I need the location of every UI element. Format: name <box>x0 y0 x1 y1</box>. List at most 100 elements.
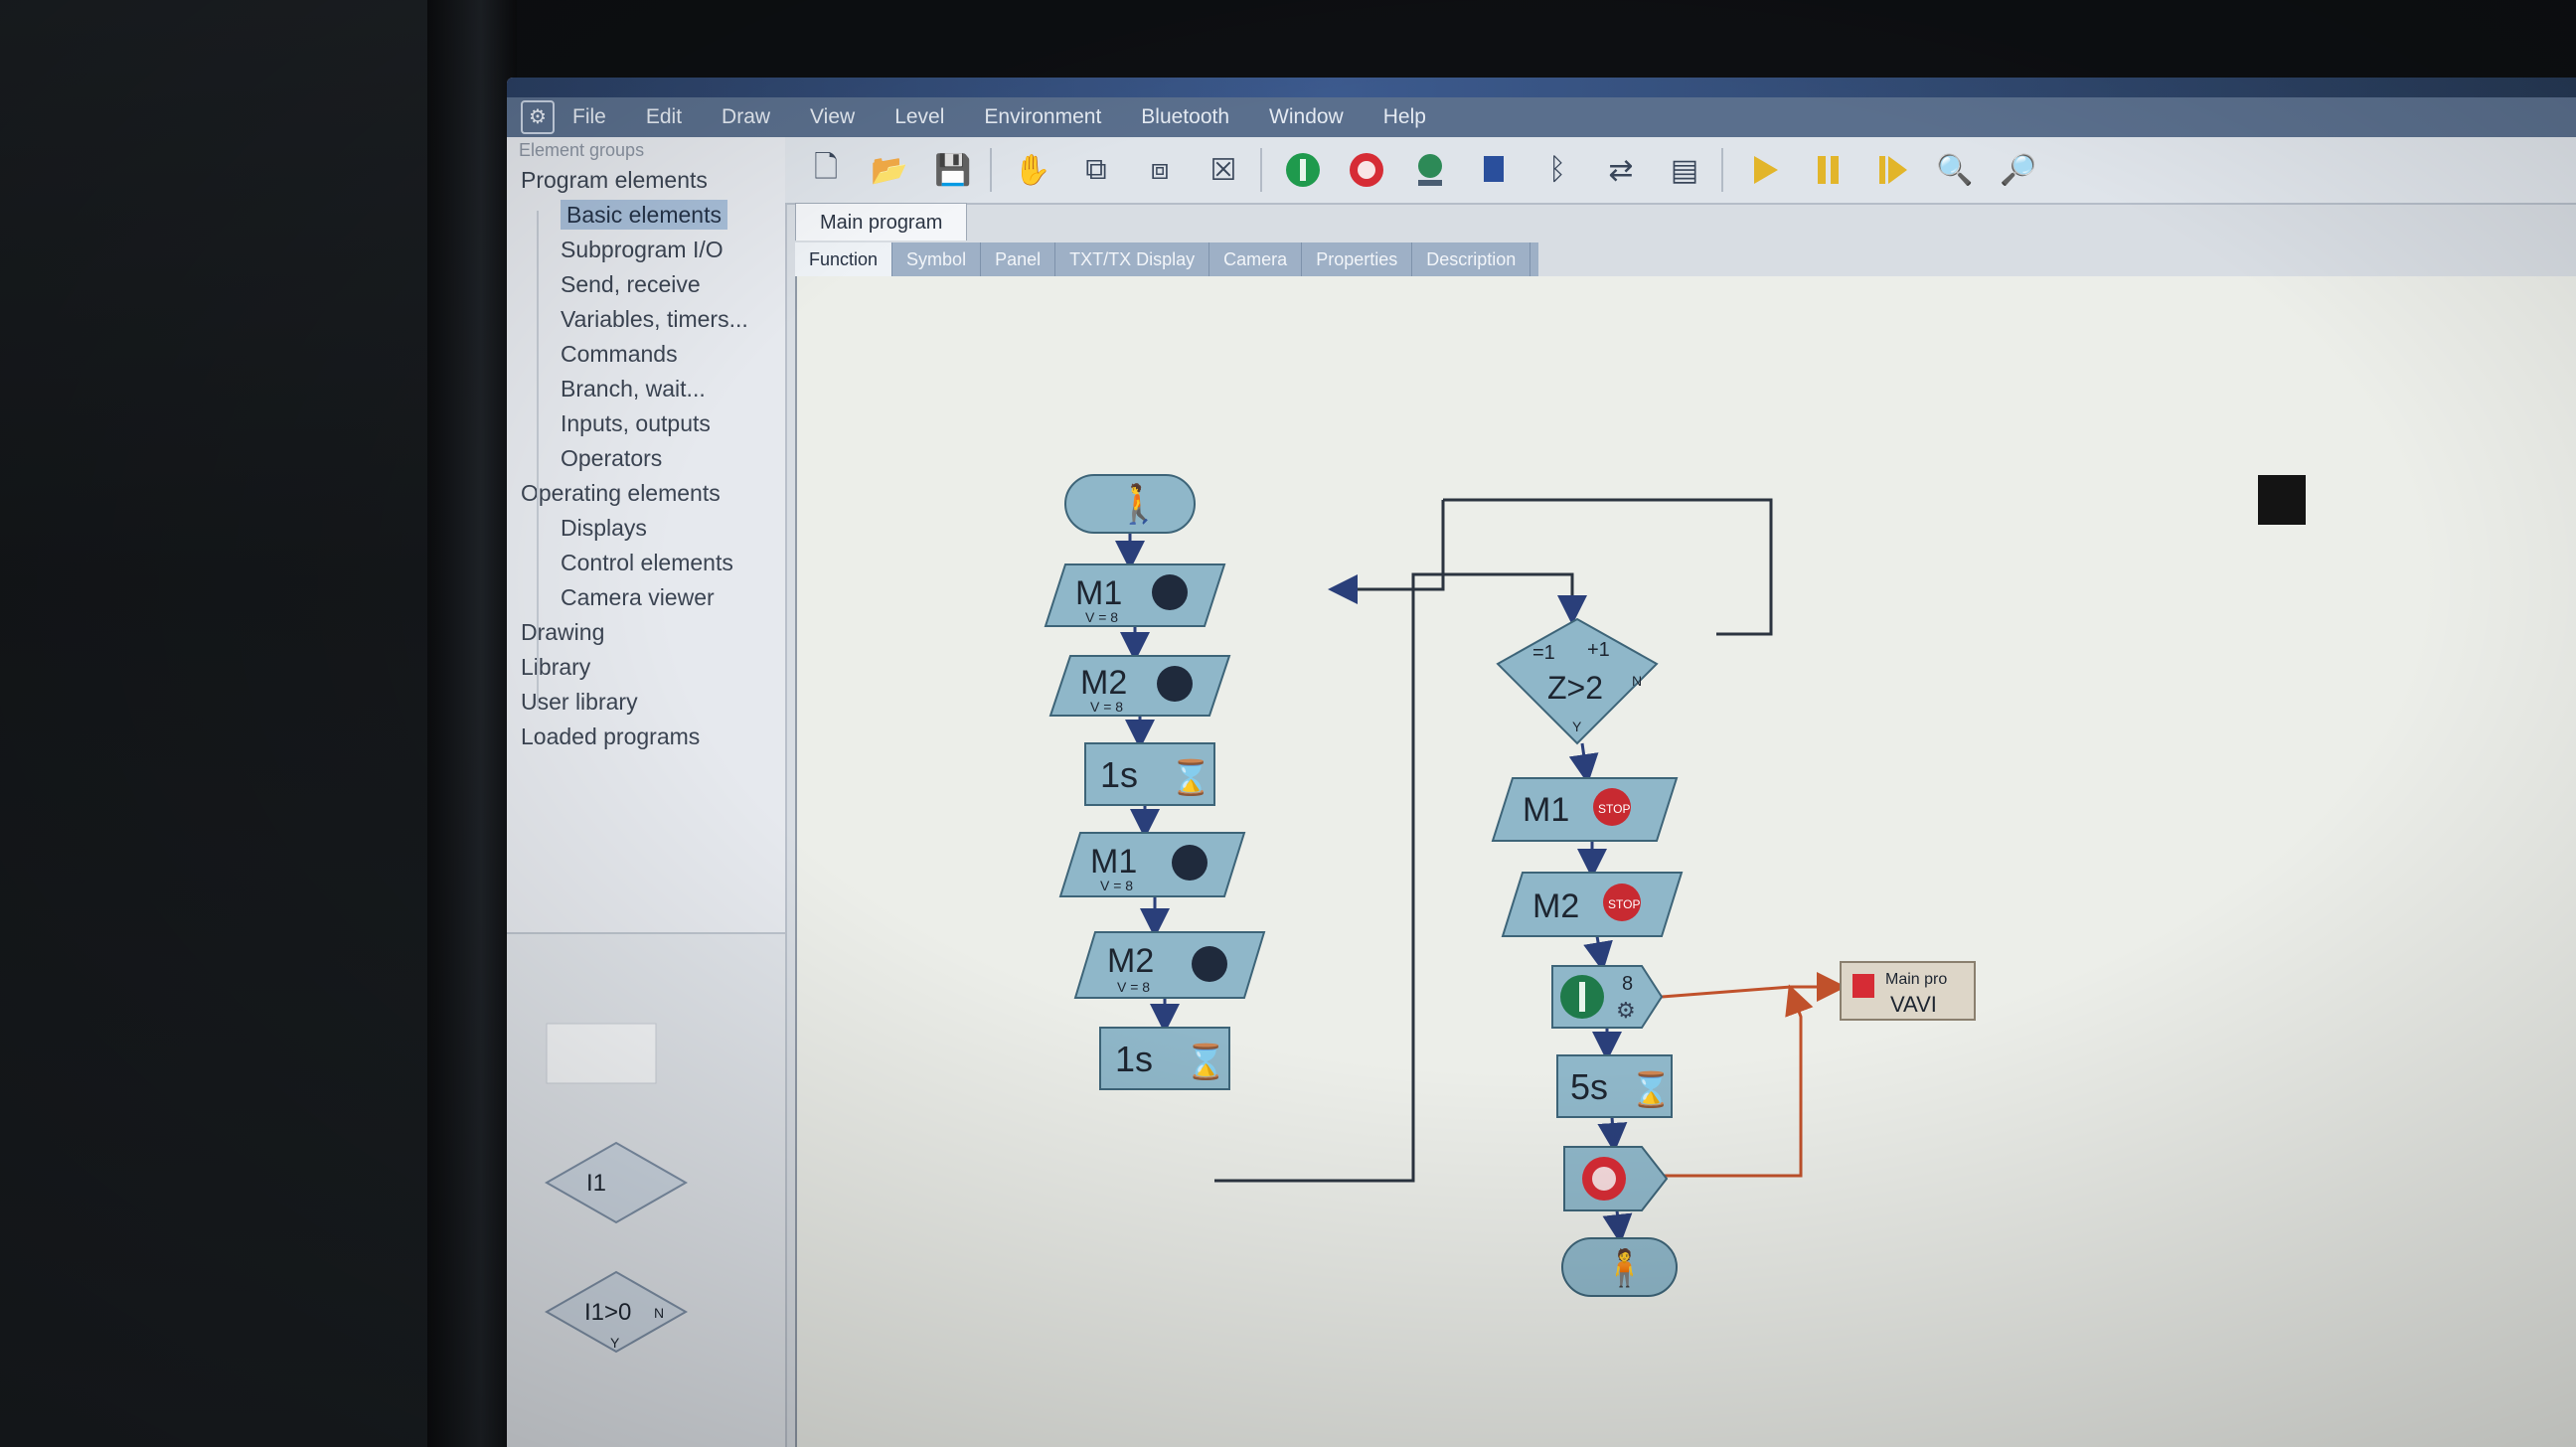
motor-block-speed: V = 8 <box>1090 699 1123 715</box>
tab-panel[interactable]: Panel <box>981 242 1056 276</box>
menu-help[interactable]: Help <box>1382 105 1426 128</box>
tab-main-program[interactable]: Main program <box>795 203 968 241</box>
wait-block[interactable]: 1s ⌛ <box>1099 1027 1230 1090</box>
tree-item-displays[interactable]: Displays <box>561 515 647 541</box>
menu-level[interactable]: Level <box>894 105 945 128</box>
data-line-stop-panel <box>1662 984 1814 1178</box>
element-groups-sidebar: Element groups Program elements Basic el… <box>507 137 787 1447</box>
test-interface-icon[interactable]: ▤ <box>1670 153 1699 187</box>
tree-item-camera-viewer[interactable]: Camera viewer <box>561 584 715 610</box>
element-palette: I1 I1>0 N Y <box>507 932 785 1447</box>
loop-line-to-start <box>1328 500 1445 604</box>
tab-function[interactable]: Function <box>795 242 893 276</box>
stop-sign-label: STOP <box>1598 802 1630 816</box>
step-icon[interactable] <box>1868 147 1914 193</box>
pause-icon[interactable] <box>1805 147 1851 193</box>
copy-icon[interactable]: ⧉ <box>1085 153 1107 186</box>
tab-symbol[interactable]: Symbol <box>892 242 982 276</box>
end-block[interactable]: 🧍 <box>1561 1237 1678 1297</box>
tree-item-subprogram-io[interactable]: Subprogram I/O <box>561 237 724 262</box>
motor-block[interactable]: M1 V = 8 <box>1044 563 1226 627</box>
motor-block-name: M1 <box>1075 574 1122 612</box>
tree-item-inputs-outputs[interactable]: Inputs, outputs <box>561 410 711 436</box>
motor-block[interactable]: M1 V = 8 <box>1058 832 1246 897</box>
save-icon[interactable]: 💾 <box>934 153 972 187</box>
end-figure-icon: 🧍 <box>1602 1247 1647 1288</box>
menu-window[interactable]: Window <box>1269 105 1344 128</box>
tree-item-operating-elements[interactable]: Operating elements <box>521 480 721 506</box>
stop-program-icon[interactable] <box>1344 147 1389 193</box>
toolbar-separator <box>990 148 992 192</box>
menu-file[interactable]: File <box>572 105 606 128</box>
tree-item-commands[interactable]: Commands <box>561 341 678 367</box>
motor-icon <box>1172 845 1208 881</box>
tree-item-basic-elements[interactable]: Basic elements <box>507 198 785 233</box>
menu-view[interactable]: View <box>810 105 856 128</box>
motor-block[interactable]: M2 V = 8 <box>1073 931 1266 999</box>
tree-item-user-library[interactable]: User library <box>521 689 638 715</box>
palette-input-branch[interactable] <box>544 1141 689 1224</box>
run-icon[interactable] <box>1741 147 1787 193</box>
start-block[interactable]: 🚶 <box>1064 474 1196 534</box>
menu-draw[interactable]: Draw <box>722 105 771 128</box>
monitor-bezel <box>427 0 517 1447</box>
tree-item-variables-timers[interactable]: Variables, timers... <box>561 306 748 332</box>
program-canvas[interactable]: 🚶 M1 V = 8 M2 V = 8 1s ⌛ <box>795 276 2576 1447</box>
counter-input-block[interactable]: 8 ⚙ <box>1551 965 1664 1029</box>
motor-block-name: M2 <box>1532 887 1579 925</box>
menu-environment[interactable]: Environment <box>984 105 1102 128</box>
motor-icon <box>1192 946 1227 982</box>
toolbar: 🗋 📂 💾 ✋ ⧉ ⧈ ☒ ᛒ ⇄ ▤ 🔍 <box>785 137 2576 205</box>
tab-txt-tx-display[interactable]: TXT/TX Display <box>1055 242 1210 276</box>
bluetooth-icon[interactable]: ᛒ <box>1548 153 1566 186</box>
tree-item-program-elements[interactable]: Program elements <box>521 167 708 193</box>
view-tabs: Function Symbol Panel TXT/TX Display Cam… <box>795 242 1539 276</box>
stop-button-block[interactable] <box>1563 1146 1669 1211</box>
panel-indicator-icon <box>1852 974 1874 998</box>
hand-tool-icon[interactable]: ✋ <box>1014 153 1051 187</box>
open-folder-icon[interactable]: 📂 <box>871 153 908 187</box>
tab-properties[interactable]: Properties <box>1302 242 1413 276</box>
program-tabs: Main program <box>795 203 968 241</box>
counter-indicator-bar <box>1579 982 1585 1012</box>
zoom-out-icon[interactable]: 🔍 <box>1936 153 1974 187</box>
branch-block[interactable]: =1 +1 Z>2 N Y <box>1496 617 1659 745</box>
panel-output-block[interactable]: Main pro VAVI <box>1840 961 1976 1021</box>
tree-item-control-elements[interactable]: Control elements <box>561 550 733 575</box>
wait-block-time: 1s <box>1115 1039 1153 1079</box>
tree-item-branch-wait[interactable]: Branch, wait... <box>561 376 706 402</box>
start-program-icon[interactable] <box>1280 147 1326 193</box>
tree-item-operators[interactable]: Operators <box>561 445 663 471</box>
tree-item-send-receive[interactable]: Send, receive <box>561 271 701 297</box>
motor-block-name: M1 <box>1090 843 1137 881</box>
paste-icon[interactable]: ⧈ <box>1150 153 1170 186</box>
app-icon[interactable]: ⚙ <box>521 100 555 134</box>
palette-compare-branch[interactable] <box>544 1270 689 1354</box>
menu-bar: ⚙ File Edit Draw View Level Environment … <box>507 97 2576 137</box>
motor-block-name: M2 <box>1107 942 1154 980</box>
menu-bluetooth[interactable]: Bluetooth <box>1141 105 1230 128</box>
motor-stop-block[interactable]: M2 STOP <box>1501 872 1684 937</box>
palette-no-label: N <box>654 1305 664 1321</box>
tree-item-loaded-programs[interactable]: Loaded programs <box>521 724 701 749</box>
arrow-m2stop-counter <box>1583 935 1613 972</box>
tab-camera[interactable]: Camera <box>1209 242 1303 276</box>
motor-block-speed: V = 8 <box>1117 979 1150 995</box>
delete-icon[interactable]: ☒ <box>1209 153 1237 187</box>
tree-item-drawing[interactable]: Drawing <box>521 619 605 645</box>
menu-edit[interactable]: Edit <box>645 105 683 128</box>
motor-block[interactable]: M2 V = 8 <box>1048 655 1231 717</box>
loop-line-branch-no <box>1443 498 1773 636</box>
motor-stop-block[interactable]: M1 STOP <box>1491 777 1679 842</box>
download-icon[interactable] <box>1407 147 1453 193</box>
new-file-icon[interactable]: 🗋 <box>813 150 839 184</box>
controller-icon[interactable] <box>1471 147 1517 193</box>
wait-block-time: 5s <box>1570 1066 1608 1107</box>
wait-block[interactable]: 1s ⌛ <box>1084 742 1215 806</box>
zoom-in-icon[interactable]: 🔎 <box>2000 153 2037 187</box>
wait-block[interactable]: 5s ⌛ <box>1556 1054 1673 1118</box>
motor-block-speed: V = 8 <box>1100 878 1133 893</box>
com-usb-icon[interactable]: ⇄ <box>1608 153 1634 187</box>
tab-description[interactable]: Description <box>1412 242 1531 276</box>
tree-item-library[interactable]: Library <box>521 654 591 680</box>
